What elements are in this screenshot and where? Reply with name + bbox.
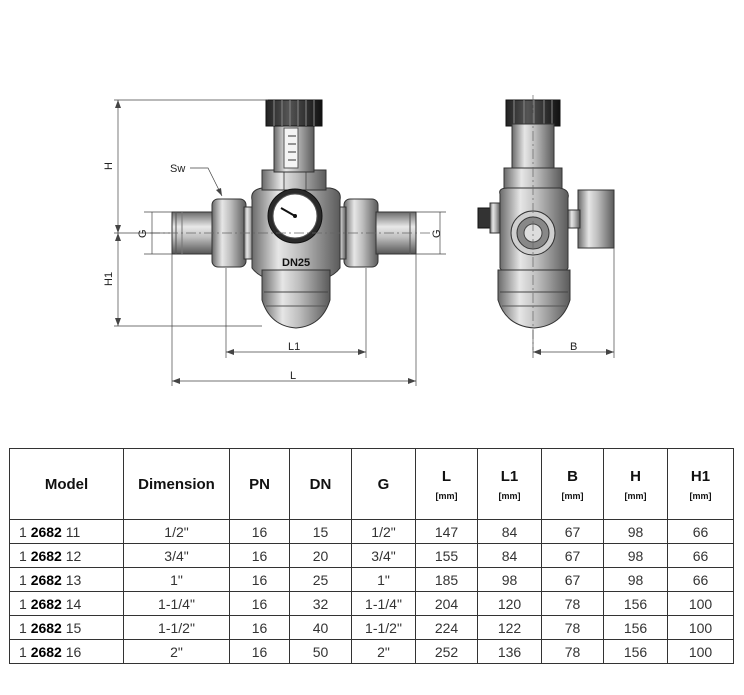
- cell-b: 78: [541, 639, 604, 664]
- col-header-l: L[mm]: [415, 448, 478, 520]
- cell-h1: 100: [667, 639, 734, 664]
- cell-pn: 16: [229, 591, 290, 616]
- cell-g: 1-1/2": [351, 615, 416, 640]
- cell-pn: 16: [229, 543, 290, 568]
- cell-dimension: 3/4": [123, 543, 230, 568]
- cell-pn: 16: [229, 615, 290, 640]
- dim-label-l: L: [290, 370, 296, 382]
- cell-h: 156: [603, 615, 668, 640]
- cell-l1: 122: [477, 615, 542, 640]
- dim-label-g-left: G: [137, 229, 149, 238]
- cell-model: 1 2682 12: [9, 543, 124, 568]
- cell-pn: 16: [229, 567, 290, 592]
- dim-label-g-right: G: [431, 229, 443, 238]
- cell-dn: 20: [289, 543, 352, 568]
- dn-marking: DN25: [282, 257, 310, 269]
- col-header-h1: H1[mm]: [667, 448, 734, 520]
- cell-g: 1": [351, 567, 416, 592]
- cell-l1: 98: [477, 567, 542, 592]
- side-dimension-arrows: [533, 349, 614, 355]
- col-header-model: Model: [9, 448, 124, 520]
- cell-model: 1 2682 16: [9, 639, 124, 664]
- cell-dimension: 2": [123, 639, 230, 664]
- cell-g: 2": [351, 639, 416, 664]
- dim-label-h1: H1: [103, 272, 115, 286]
- cell-dimension: 1/2": [123, 519, 230, 544]
- cell-b: 78: [541, 615, 604, 640]
- cell-b: 67: [541, 543, 604, 568]
- cell-l: 185: [415, 567, 478, 592]
- cell-h: 98: [603, 519, 668, 544]
- cell-b: 78: [541, 591, 604, 616]
- cell-dn: 40: [289, 615, 352, 640]
- cell-b: 67: [541, 519, 604, 544]
- cell-l1: 84: [477, 543, 542, 568]
- cell-dimension: 1-1/2": [123, 615, 230, 640]
- cell-l: 252: [415, 639, 478, 664]
- col-header-pn: PN: [229, 448, 290, 520]
- cell-model: 1 2682 11: [9, 519, 124, 544]
- technical-drawing: DN25 H: [103, 95, 615, 386]
- cell-h1: 100: [667, 615, 734, 640]
- col-header-dimension: Dimension: [123, 448, 230, 520]
- cell-l: 224: [415, 615, 478, 640]
- col-header-l1: L1[mm]: [477, 448, 542, 520]
- cell-h1: 66: [667, 567, 734, 592]
- dimension-arrows: [115, 100, 416, 384]
- pressure-reducing-valve-front-view: DN25: [150, 99, 430, 329]
- cell-g: 1/2": [351, 519, 416, 544]
- col-header-h: H[mm]: [603, 448, 668, 520]
- front-dimensions: [114, 99, 446, 386]
- cell-h: 98: [603, 543, 668, 568]
- dim-label-h: H: [103, 162, 115, 170]
- col-header-b: B[mm]: [541, 448, 604, 520]
- cell-l1: 136: [477, 639, 542, 664]
- dim-label-sw: Sw: [170, 163, 185, 175]
- cell-pn: 16: [229, 519, 290, 544]
- pressure-gauge-icon: [267, 188, 323, 244]
- dim-label-l1: L1: [288, 341, 300, 353]
- cell-dn: 15: [289, 519, 352, 544]
- cell-dn: 25: [289, 567, 352, 592]
- cell-l1: 120: [477, 591, 542, 616]
- table-header-row: Model Dimension PN DN G L[mm] L1[mm] B[m…: [9, 448, 734, 520]
- cell-model: 1 2682 14: [9, 591, 124, 616]
- cell-l1: 84: [477, 519, 542, 544]
- cell-h: 156: [603, 591, 668, 616]
- cell-dn: 50: [289, 639, 352, 664]
- cell-h: 156: [603, 639, 668, 664]
- cell-g: 3/4": [351, 543, 416, 568]
- cell-dimension: 1-1/4": [123, 591, 230, 616]
- cell-h: 98: [603, 567, 668, 592]
- cell-h1: 100: [667, 591, 734, 616]
- cell-l: 155: [415, 543, 478, 568]
- dim-label-b: B: [570, 341, 577, 353]
- cell-model: 1 2682 13: [9, 567, 124, 592]
- col-header-g: G: [351, 448, 416, 520]
- col-header-dn: DN: [289, 448, 352, 520]
- pressure-reducing-valve-side-view: [477, 95, 615, 350]
- side-dimensions: [532, 248, 615, 358]
- cell-pn: 16: [229, 639, 290, 664]
- cell-h1: 66: [667, 519, 734, 544]
- cell-h1: 66: [667, 543, 734, 568]
- cell-g: 1-1/4": [351, 591, 416, 616]
- cell-dimension: 1": [123, 567, 230, 592]
- cell-l: 204: [415, 591, 478, 616]
- cell-dn: 32: [289, 591, 352, 616]
- dimension-table: Model Dimension PN DN G L[mm] L1[mm] B[m…: [9, 448, 734, 664]
- cell-model: 1 2682 15: [9, 615, 124, 640]
- cell-l: 147: [415, 519, 478, 544]
- cell-b: 67: [541, 567, 604, 592]
